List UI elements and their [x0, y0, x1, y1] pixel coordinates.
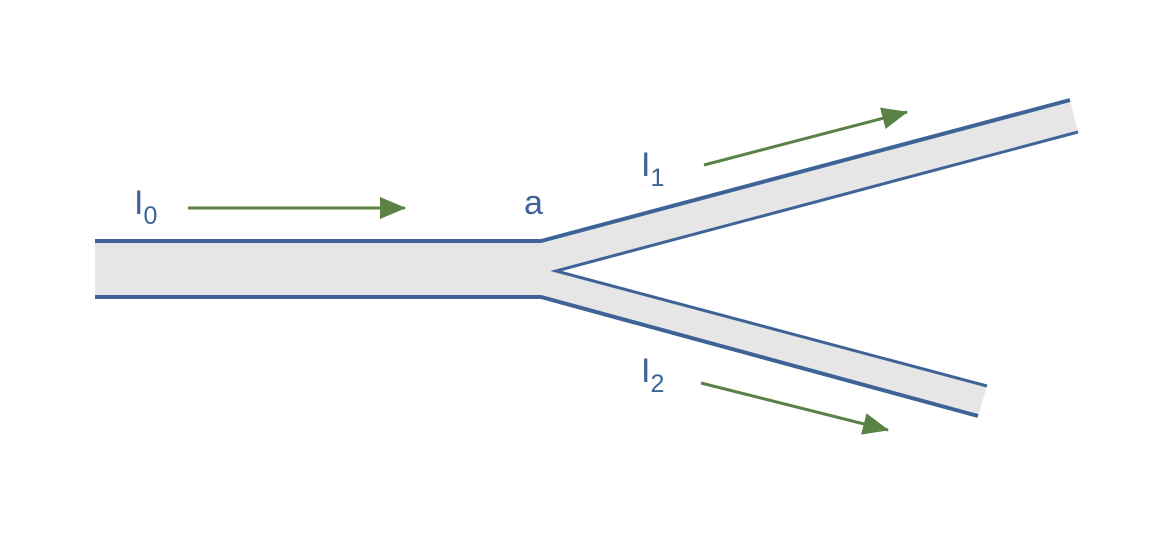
- branch-upper-current-subscript: 1: [650, 164, 665, 192]
- wire-fork-inner-edge: [550, 130, 1079, 388]
- branch-lower-current-symbol: I: [641, 352, 651, 390]
- wire-fill: [95, 100, 1078, 416]
- wire-lower-edge: [95, 295, 979, 418]
- arrow-right-icon: [703, 107, 908, 167]
- branch-upper-current-label: I1: [641, 146, 664, 191]
- junction-symbol: a: [524, 184, 543, 222]
- branch-lower-current-label: I2: [641, 352, 664, 397]
- wire-upper-edge: [95, 98, 1071, 243]
- arrow-right-icon: [700, 381, 889, 435]
- junction-label: a: [524, 186, 543, 220]
- branch-upper-current-symbol: I: [641, 146, 651, 184]
- incoming-current-symbol: I: [134, 184, 144, 222]
- incoming-current-label: I0: [134, 184, 157, 229]
- incoming-current-subscript: 0: [143, 202, 158, 230]
- branch-lower-current-subscript: 2: [650, 370, 665, 398]
